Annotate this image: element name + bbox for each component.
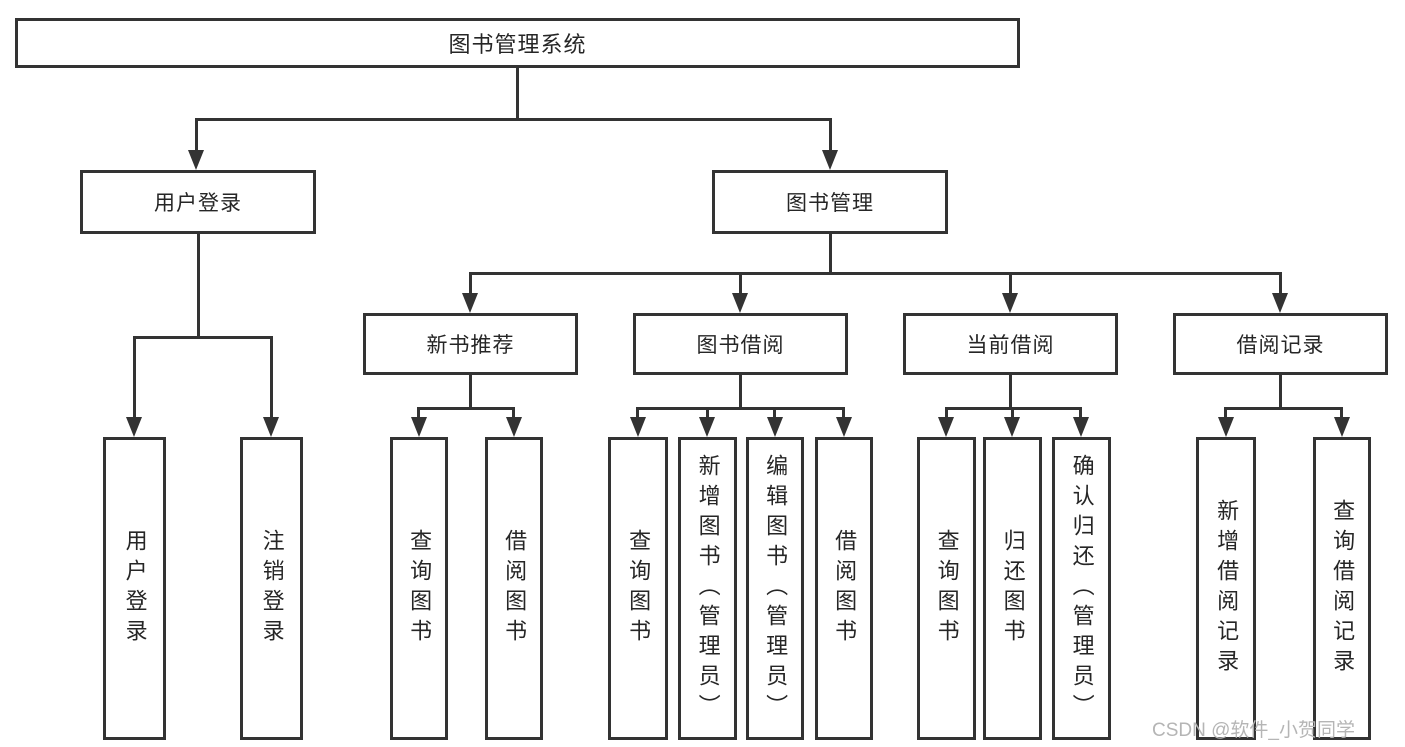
node-book-management-label: 图书管理 xyxy=(786,192,874,215)
connector-recommend-query-drop xyxy=(417,407,420,419)
arrowhead-recommend-query xyxy=(411,417,427,437)
arrowhead-return-books xyxy=(1004,417,1020,437)
connector-current-query-drop xyxy=(945,407,948,419)
connector-current-borrowing-stem xyxy=(1009,375,1012,407)
arrowhead-new-book-recommend xyxy=(462,293,478,313)
node-borrowing-records: 借阅记录 xyxy=(1173,313,1388,375)
arrowhead-confirm-return xyxy=(1073,417,1089,437)
arrowhead-current-query xyxy=(938,417,954,437)
connector-add-record-drop xyxy=(1224,407,1227,419)
csdn-watermark: CSDN @软件_小贺同学 xyxy=(1152,720,1355,741)
leaf-logout: 注销登录 xyxy=(240,437,303,740)
leaf-user-login-label: 用户登录 xyxy=(122,528,148,649)
connector-borrowing-records-drop xyxy=(1279,272,1282,295)
connector-book-management-drop xyxy=(829,118,832,152)
node-new-book-recommend: 新书推荐 xyxy=(363,313,578,375)
node-current-borrowing-label: 当前借阅 xyxy=(966,334,1055,357)
leaf-query-borrow-record: 查询借阅记录 xyxy=(1313,437,1371,740)
node-book-management: 图书管理 xyxy=(712,170,948,234)
connector-current-borrowing-drop xyxy=(1009,272,1012,295)
connector-edit-books-drop xyxy=(773,407,776,419)
leaf-logout-label: 注销登录 xyxy=(259,528,285,649)
node-root: 图书管理系统 xyxy=(15,18,1020,68)
connector-new-book-recommend-split xyxy=(417,407,515,410)
leaf-recommend-borrow-books: 借阅图书 xyxy=(485,437,543,740)
arrowhead-leaf-logout xyxy=(263,417,279,437)
connector-return-books-drop xyxy=(1011,407,1014,419)
arrowhead-book-borrowing xyxy=(732,293,748,313)
connector-borrowing-records-split xyxy=(1224,407,1342,410)
leaf-return-books-label: 归还图书 xyxy=(1000,528,1026,649)
leaf-edit-books-admin: 编辑图书（管理员） xyxy=(746,437,804,740)
leaf-add-books-admin: 新增图书（管理员） xyxy=(678,437,737,740)
connector-book-borrowing-split xyxy=(636,407,844,410)
node-user-login-label: 用户登录 xyxy=(154,192,242,215)
connector-query-record-drop xyxy=(1340,407,1343,419)
connector-leaf-user-login-drop xyxy=(133,336,136,419)
connector-user-login-stem xyxy=(197,234,200,336)
leaf-borrowing-query-books-label: 查询图书 xyxy=(626,528,652,649)
leaf-borrowing-borrow-books: 借阅图书 xyxy=(815,437,873,740)
node-user-login: 用户登录 xyxy=(80,170,316,234)
arrowhead-add-books xyxy=(699,417,715,437)
connector-level2-split xyxy=(195,118,832,121)
leaf-add-borrow-record: 新增借阅记录 xyxy=(1196,437,1256,740)
connector-borrowing-query-drop xyxy=(636,407,639,419)
arrowhead-edit-books xyxy=(767,417,783,437)
connector-book-borrowing-stem xyxy=(739,375,742,407)
arrowhead-borrowing-records xyxy=(1272,293,1288,313)
connector-book-borrowing-drop xyxy=(739,272,742,295)
leaf-add-books-admin-label: 新增图书（管理员） xyxy=(695,453,721,724)
connector-borrowing-records-stem xyxy=(1279,375,1282,407)
leaf-add-borrow-record-label: 新增借阅记录 xyxy=(1214,498,1240,679)
leaf-confirm-return-admin: 确认归还（管理员） xyxy=(1052,437,1111,740)
leaf-confirm-return-admin-label: 确认归还（管理员） xyxy=(1069,453,1095,724)
leaf-edit-books-admin-label: 编辑图书（管理员） xyxy=(763,453,789,724)
node-book-borrowing: 图书借阅 xyxy=(633,313,848,375)
leaf-borrowing-query-books: 查询图书 xyxy=(608,437,668,740)
leaf-borrowing-borrow-books-label: 借阅图书 xyxy=(832,528,858,649)
node-current-borrowing: 当前借阅 xyxy=(903,313,1118,375)
arrowhead-leaf-user-login xyxy=(126,417,142,437)
connector-user-login-drop xyxy=(195,118,198,152)
leaf-return-books: 归还图书 xyxy=(983,437,1042,740)
connector-recommend-borrow-drop xyxy=(512,407,515,419)
connector-new-book-recommend-stem xyxy=(469,375,472,407)
leaf-current-query-books-label: 查询图书 xyxy=(934,528,960,649)
node-new-book-recommend-label: 新书推荐 xyxy=(426,334,515,357)
connector-book-management-stem xyxy=(829,234,832,272)
arrowhead-add-record xyxy=(1218,417,1234,437)
connector-leaf-logout-drop xyxy=(270,336,273,419)
leaf-query-borrow-record-label: 查询借阅记录 xyxy=(1330,498,1356,679)
connector-level3-split xyxy=(469,272,1282,275)
arrowhead-borrowing-borrow xyxy=(836,417,852,437)
arrowhead-book-management xyxy=(822,150,838,170)
arrowhead-user-login xyxy=(188,150,204,170)
leaf-recommend-query-books-label: 查询图书 xyxy=(407,528,433,649)
connector-borrowing-borrow-drop xyxy=(842,407,845,419)
arrowhead-query-record xyxy=(1334,417,1350,437)
leaf-recommend-query-books: 查询图书 xyxy=(390,437,448,740)
node-borrowing-records-label: 借阅记录 xyxy=(1236,334,1325,357)
arrowhead-recommend-borrow xyxy=(506,417,522,437)
leaf-current-query-books: 查询图书 xyxy=(917,437,976,740)
connector-add-books-drop xyxy=(706,407,709,419)
leaf-recommend-borrow-books-label: 借阅图书 xyxy=(502,528,528,649)
leaf-user-login: 用户登录 xyxy=(103,437,166,740)
connector-root-stem xyxy=(516,68,519,118)
connector-confirm-return-drop xyxy=(1079,407,1082,419)
node-root-label: 图书管理系统 xyxy=(448,32,587,57)
connector-user-login-split xyxy=(133,336,273,339)
arrowhead-current-borrowing xyxy=(1002,293,1018,313)
node-book-borrowing-label: 图书借阅 xyxy=(696,334,785,357)
connector-new-book-recommend-drop xyxy=(469,272,472,295)
arrowhead-borrowing-query xyxy=(630,417,646,437)
